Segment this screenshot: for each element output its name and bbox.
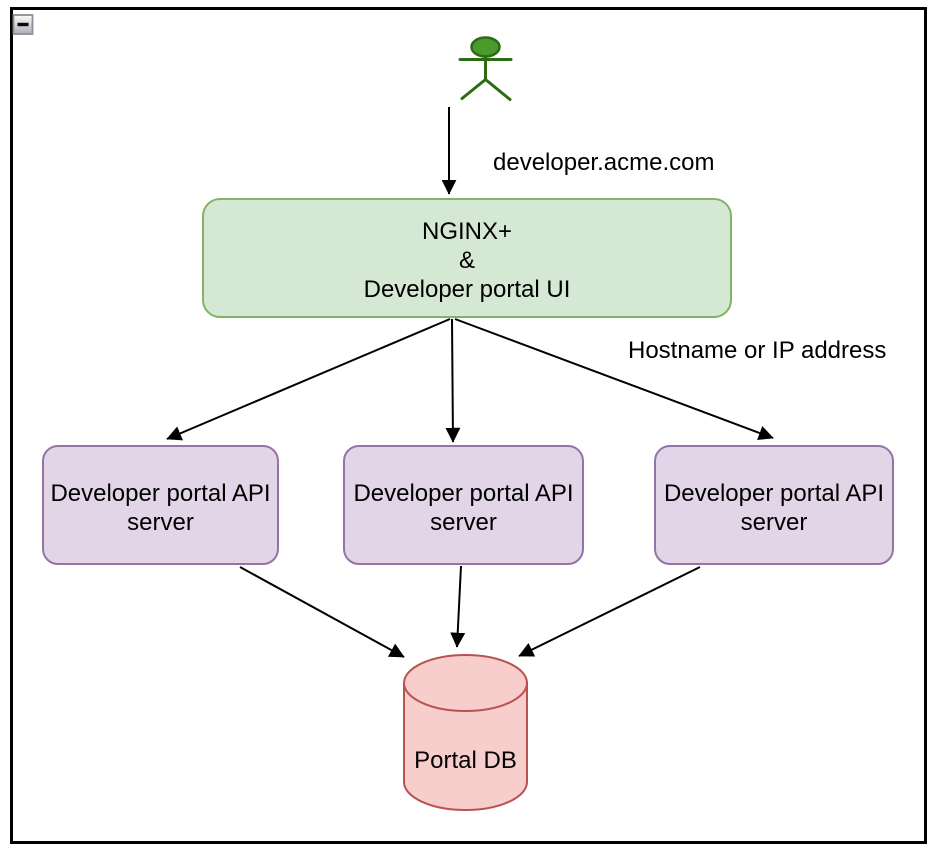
api-server-node-3[interactable]: Developer portal API server (654, 445, 894, 565)
api-server-1-label-line2: server (127, 509, 194, 536)
db-cylinder-body[interactable] (403, 682, 528, 811)
nginx-portal-ui-node[interactable]: NGINX+ & Developer portal UI (202, 198, 732, 318)
api-server-3-box[interactable] (654, 445, 894, 565)
collapse-button[interactable] (12, 14, 34, 35)
edge-nginx-to-api2 (445, 318, 461, 443)
edge-api3-to-db (518, 566, 701, 657)
user-actor-icon[interactable] (458, 36, 513, 101)
api-server-3-label-line1: Developer portal API (664, 480, 884, 507)
nginx-node-label-line2: & (459, 247, 475, 274)
api-server-node-2[interactable]: Developer portal API server (343, 445, 584, 565)
edge-api2-to-db (450, 565, 466, 648)
nginx-node-box[interactable] (202, 198, 732, 318)
api-server-3-label-line2: server (741, 509, 808, 536)
portal-db-node[interactable]: Portal DB (403, 654, 528, 811)
api-server-1-box[interactable] (42, 445, 279, 565)
api-server-2-label-line1: Developer portal API (353, 480, 573, 507)
nginx-node-label-line3: Developer portal UI (364, 276, 571, 303)
api-server-2-label-line2: server (430, 509, 497, 536)
edge-nginx-to-api1 (166, 318, 451, 441)
actor-head (470, 36, 501, 58)
api-server-2-box[interactable] (343, 445, 584, 565)
actor-left-leg (460, 78, 487, 100)
edge-label-hostname: Hostname or IP address (628, 337, 886, 364)
api-server-1-label-line1: Developer portal API (50, 480, 270, 507)
nginx-node-label-line1: NGINX+ (422, 218, 512, 245)
edge-api1-to-db (239, 566, 405, 658)
portal-db-label: Portal DB (414, 747, 517, 774)
edge-nginx-to-api3 (454, 318, 774, 441)
edge-label-domain: developer.acme.com (493, 149, 714, 176)
db-cylinder-top[interactable] (403, 654, 528, 712)
minus-icon (17, 22, 29, 27)
actor-right-leg (484, 78, 512, 101)
api-server-node-1[interactable]: Developer portal API server (42, 445, 279, 565)
